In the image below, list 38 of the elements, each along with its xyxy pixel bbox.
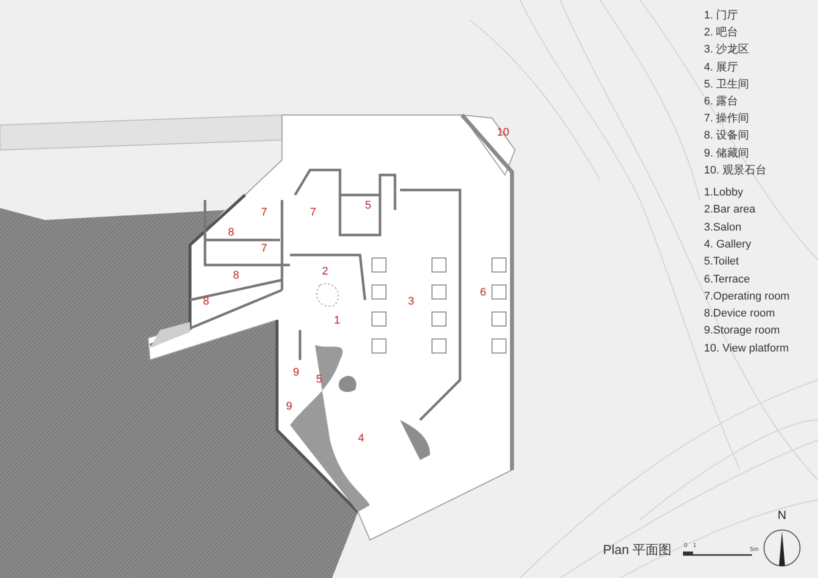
legend-text: 4. Gallery xyxy=(704,239,752,250)
room-number: 9 xyxy=(286,402,292,412)
north-label: N xyxy=(778,509,786,521)
legend-text: 10. 观景石台 xyxy=(704,165,766,176)
legend-text: 4. 展厅 xyxy=(704,62,738,74)
room-number: 10 xyxy=(496,128,510,138)
room-number: 5 xyxy=(316,374,322,386)
legend-text: 9. 储藏间 xyxy=(704,148,750,160)
legend-text: 3.Salon xyxy=(704,222,742,234)
room-number: 8 xyxy=(232,270,240,282)
room-number: 1 xyxy=(334,316,340,326)
legend-text: 5. 卫生间 xyxy=(704,79,750,90)
legend-text: 2.Bar area xyxy=(704,204,756,216)
legend-text: 8.Device room xyxy=(704,308,775,320)
room-number: 5 xyxy=(364,200,372,212)
legend-text: 6. 露台 xyxy=(704,96,738,108)
room-number: 7 xyxy=(260,244,268,254)
room-number: 9 xyxy=(292,368,300,378)
legend-text: 6.Terrace xyxy=(704,274,750,285)
legend-text: 9.Storage room xyxy=(704,326,780,337)
room-number: 8 xyxy=(228,228,234,238)
room-number: 3 xyxy=(408,296,414,308)
room-number: 7 xyxy=(310,208,316,218)
caption: Plan 平面图 xyxy=(603,543,672,556)
legend-text: 1. 门厅 xyxy=(704,10,738,22)
legend-text: 2. 吧台 xyxy=(704,28,738,39)
legend-text: 8. 设备间 xyxy=(704,130,750,142)
room-number: 4 xyxy=(358,434,364,444)
legend-text: 10. View platform xyxy=(704,343,789,354)
legend-text: 7.Operating room xyxy=(704,291,790,302)
room-number: 6 xyxy=(480,288,486,298)
room-number: 8 xyxy=(202,296,210,308)
legend-text: 5.Toilet xyxy=(704,256,739,268)
legend-text: 7. 操作间 xyxy=(704,114,750,125)
room-number: 7 xyxy=(260,208,268,218)
legend-text: 3. 沙龙区 xyxy=(704,44,750,56)
legend-text: 1.Lobby xyxy=(704,188,744,198)
room-number: 2 xyxy=(322,266,328,278)
